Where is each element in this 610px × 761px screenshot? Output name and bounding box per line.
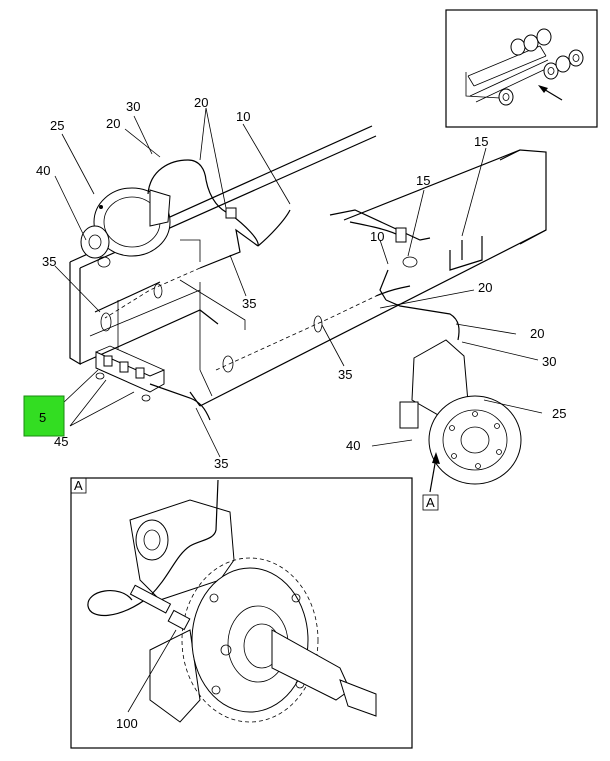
callout-20-left-a: 20 — [106, 116, 120, 131]
callout-5: 5 — [39, 410, 46, 425]
left-brake-assembly — [80, 187, 171, 268]
abs-modulator — [95, 345, 211, 421]
sensor-harness-left — [100, 159, 291, 332]
callout-35-d: 35 — [214, 456, 228, 471]
leader-lines — [54, 107, 543, 493]
callout-20-left-b: 20 — [194, 95, 208, 110]
callout-15-a: 15 — [474, 134, 488, 149]
sensor-harness-center — [215, 221, 411, 373]
view-reference-a: A — [422, 494, 439, 511]
detail-a-label: A — [74, 478, 83, 493]
callout-30-right: 30 — [542, 354, 556, 369]
vehicle-locator-inset — [445, 9, 598, 128]
right-brake-assembly — [379, 236, 522, 485]
frame-rail — [69, 125, 547, 407]
callout-35-c: 35 — [338, 367, 352, 382]
callout-15-b: 15 — [416, 173, 430, 188]
callout-30-left: 30 — [126, 99, 140, 114]
callout-100: 100 — [116, 716, 138, 731]
callout-25-left: 25 — [50, 118, 64, 133]
detail-a-panel: A 100 — [70, 477, 413, 749]
view-reference-a-label: A — [426, 495, 435, 510]
callout-40-right: 40 — [346, 438, 360, 453]
callout-20-right-a: 20 — [478, 280, 492, 295]
callout-10-left: 10 — [236, 109, 250, 124]
callout-45: 45 — [54, 434, 68, 449]
callout-40-left: 40 — [36, 163, 50, 178]
callouts: 25 30 20 20 10 40 35 35 35 35 45 15 15 1… — [36, 95, 566, 471]
callout-10-right: 10 — [370, 229, 384, 244]
callout-5-highlight[interactable]: 5 — [23, 395, 65, 437]
callout-35-a: 35 — [42, 254, 56, 269]
callout-25-right: 25 — [552, 406, 566, 421]
callout-20-right-b: 20 — [530, 326, 544, 341]
callout-35-b: 35 — [242, 296, 256, 311]
